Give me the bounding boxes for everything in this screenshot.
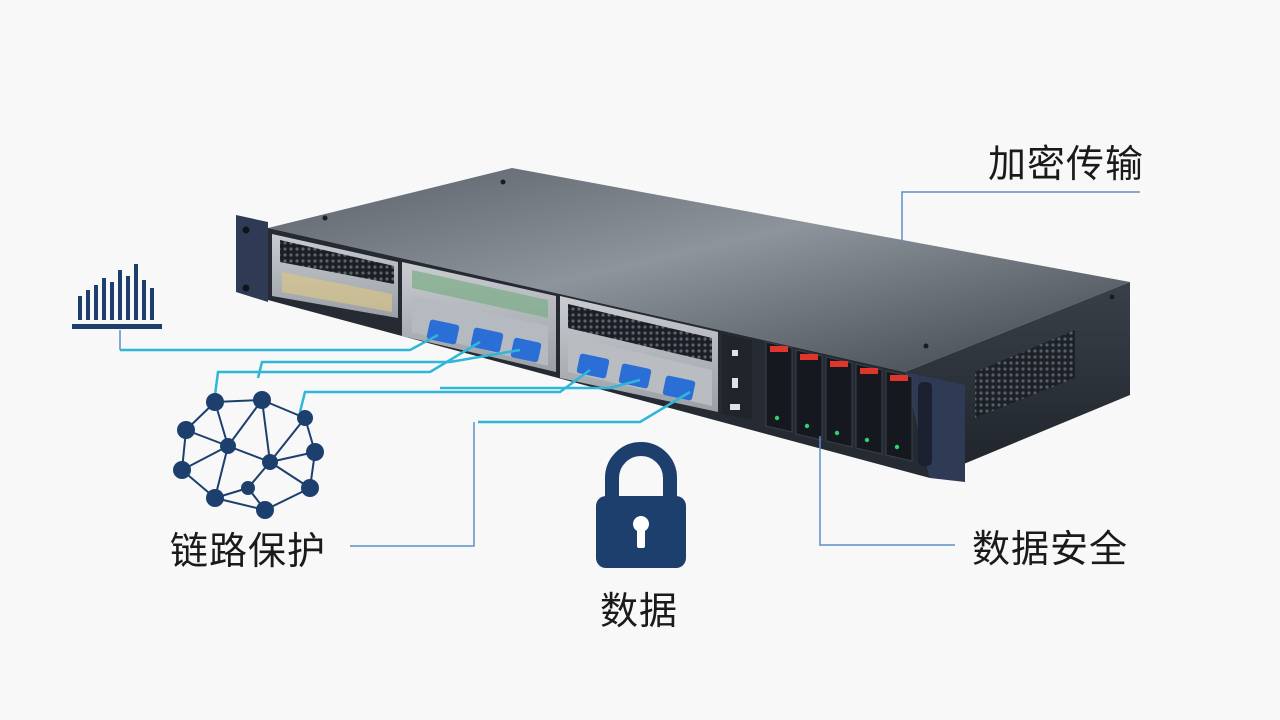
fiber-connectors (426, 319, 696, 401)
rack-server (236, 168, 1130, 482)
leader-line-encrypt (901, 191, 1140, 244)
control-panel (722, 334, 752, 420)
drive-bays (765, 341, 913, 462)
drive-led (890, 375, 908, 381)
chassis-screw (1109, 294, 1115, 300)
fiber-connector (470, 327, 504, 353)
drive-activity-led (834, 430, 840, 436)
label-data-security: 数据安全 (972, 527, 1129, 571)
fiber-cable (256, 348, 521, 379)
status-led (730, 404, 740, 410)
rack-ear-left (236, 215, 268, 302)
drive-led (830, 361, 848, 367)
fiber-connector (426, 319, 460, 345)
chassis-screw (923, 343, 929, 349)
status-led (732, 378, 738, 388)
fiber-cable (440, 378, 641, 390)
chassis-top (268, 168, 1130, 372)
fiber-connector (510, 337, 542, 363)
network-mesh-icon (173, 391, 324, 519)
status-led (732, 350, 738, 356)
chassis-screw (500, 179, 506, 185)
module-bay-left (272, 234, 398, 318)
drive-led (770, 346, 788, 352)
drive-led (860, 368, 878, 374)
signal-bars-icon (72, 264, 162, 329)
rack-handle (918, 382, 932, 466)
label-link-protection: 链路保护 (170, 529, 327, 573)
fiber-cable (478, 390, 691, 424)
drive-activity-led (774, 415, 780, 421)
fiber-connector (618, 363, 652, 389)
drive-led (800, 354, 818, 360)
padlock-icon (596, 442, 686, 568)
fiber-connector (576, 353, 610, 379)
label-encrypted-transmission: 加密传输 (988, 142, 1145, 186)
fiber-cable (298, 368, 591, 413)
fiber-cables (120, 333, 691, 424)
fiber-cable (120, 333, 439, 352)
fiber-cable (213, 340, 481, 396)
chassis-screw (322, 215, 328, 221)
leader-line-link (350, 422, 475, 547)
drive-activity-led (804, 423, 810, 429)
rack-ear-screw (242, 226, 250, 234)
drive-activity-led (894, 444, 900, 450)
rack-ear-screw (242, 284, 250, 292)
label-data: 数据 (600, 589, 679, 633)
side-vent (975, 330, 1075, 418)
drive-activity-led (864, 437, 870, 443)
leader-lines (119, 191, 1140, 547)
leader-line-security (819, 436, 955, 546)
